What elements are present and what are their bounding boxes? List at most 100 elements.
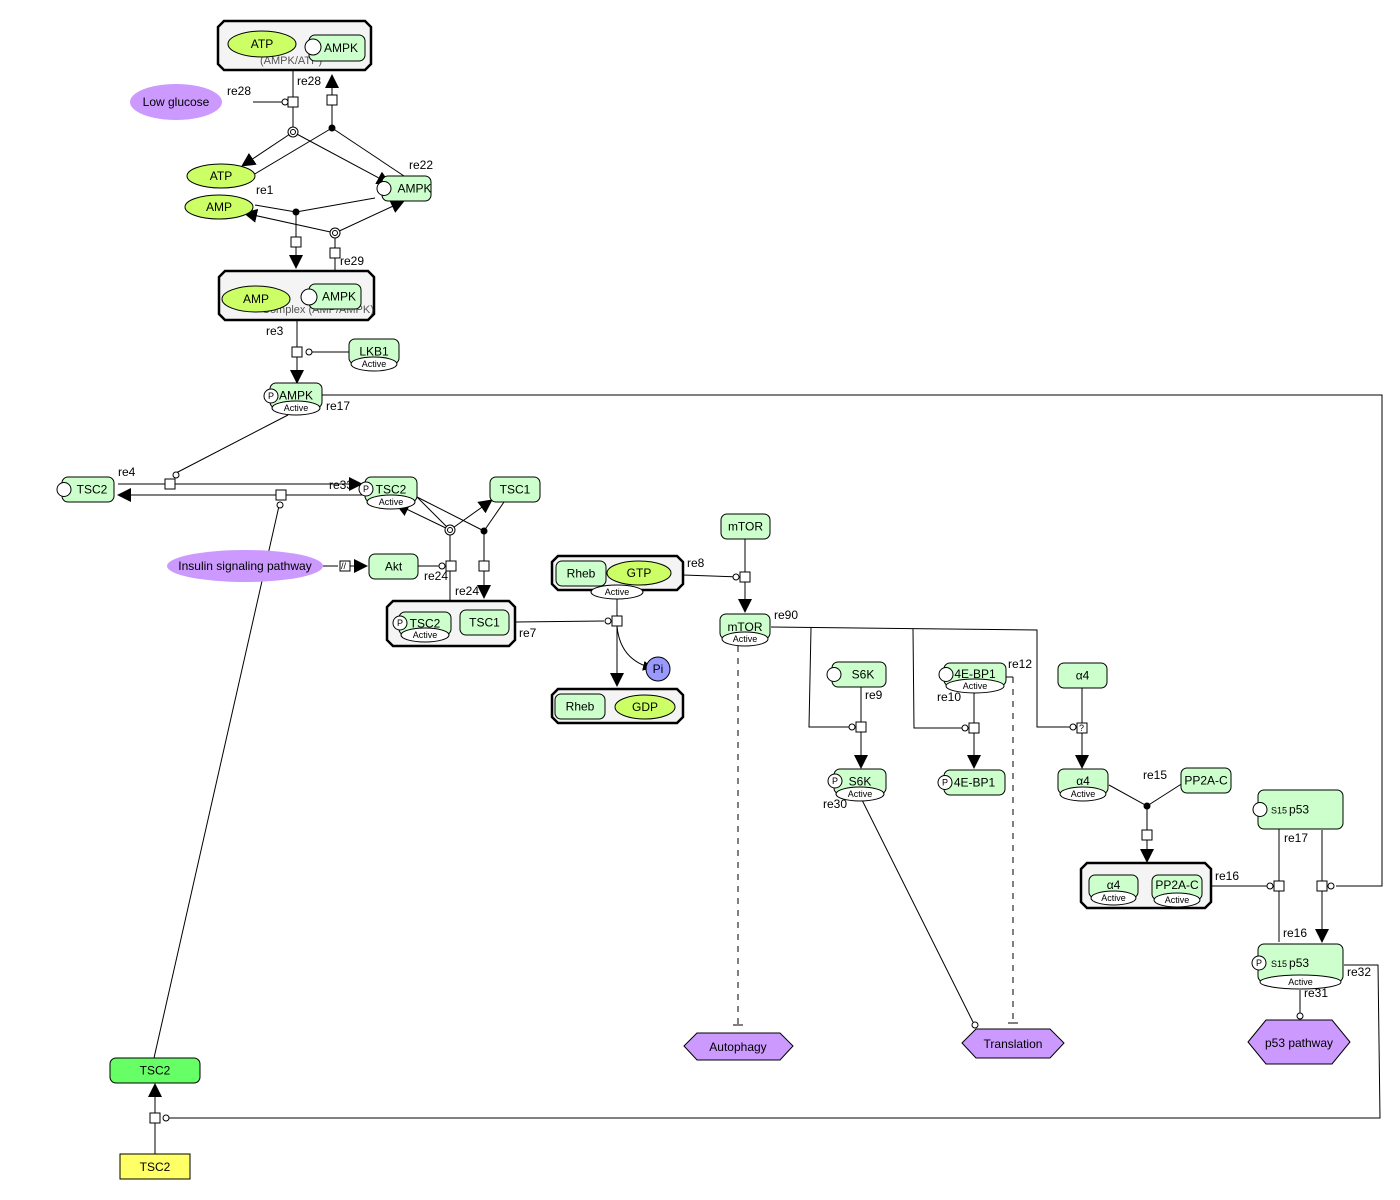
reaction-square [1141,829,1153,841]
edge-to-tsc2p [395,503,451,531]
protein-tsc1[interactable]: TSC1 [489,476,541,503]
node-label: AMPK [397,182,431,196]
reaction-square [478,560,490,572]
node-label: α4 [1076,669,1090,683]
active-state-icon [835,786,885,802]
molecule-atp[interactable]: ATP [186,163,256,189]
phospho-label: P [397,618,403,628]
node-label: Pi [653,662,664,676]
reaction-square [164,478,176,490]
phenotype-autophagy[interactable]: Autophagy [683,1032,794,1061]
node-label: TSC1 [469,616,500,630]
reaction-label-re29: re29 [340,254,364,268]
node-label: S6K [852,668,875,682]
empty-state-icon [1252,802,1268,817]
protein-tsc2[interactable]: TSC2 [56,476,115,503]
phenotype-insulin-signaling[interactable]: Insulin signaling pathway [167,550,323,582]
reaction-square [287,96,299,108]
gene-tsc2[interactable]: TSC2 [119,1153,191,1180]
node-label: AMP [243,292,269,306]
node-label: GDP [632,700,658,714]
edge-s6k-translation [861,799,974,1023]
reaction-label-re4: re4 [118,465,136,479]
node-label: GTP [627,566,652,580]
active-label: Active [1165,895,1190,905]
molecule-gdp[interactable]: GDP [614,694,676,720]
protein-pp2a[interactable]: PP2A-C [1180,767,1232,794]
active-state-icon [400,627,450,643]
active-label: Active [1288,977,1313,987]
node-label: PP2A-C [1155,878,1199,892]
phenotype-translation[interactable]: Translation [961,1028,1065,1059]
molecule-atp-c[interactable]: ATP [227,30,297,58]
protein-s6k[interactable]: S6K [826,661,887,688]
molecule-amp[interactable]: AMP [184,194,254,220]
active-state-icon [945,678,1005,694]
protein-ampk[interactable]: AMPK [376,175,432,202]
node-label: mTOR [727,620,762,634]
edge-a4-in [1108,784,1148,807]
reaction-label-re9: re9 [865,688,883,702]
reaction-label-re12: re12 [1008,657,1032,671]
protein-rheb1[interactable]: Rheb [555,560,607,587]
active-state-icon [1153,892,1201,908]
active-label: Active [733,634,758,644]
molecule-amp-c[interactable]: AMP [221,285,291,313]
protein-tsc2-green[interactable]: TSC2 [109,1057,201,1084]
node-label: S6K [849,775,872,789]
node-label: TSC1 [500,483,531,497]
reaction-label-re30: re30 [823,797,847,811]
edge-tsc2-tsc1 [416,496,451,531]
molecule-gtp[interactable]: GTP [606,560,672,586]
node-label: TSC2 [140,1064,171,1078]
reaction-label-re24: re24 [424,569,448,583]
protein-tsc1-c[interactable]: TSC1 [459,609,510,636]
empty-state-icon [56,482,72,497]
edge-to-pi [616,625,653,671]
phospho-label: P [268,391,274,401]
edge-ampk-in [331,127,405,177]
reaction-labels: re28 re28 re22 re1 re29 re3 re17 re4 re3… [118,74,1371,1000]
reaction-label-re32: re32 [1347,965,1371,979]
protein-mtor[interactable]: mTOR [720,513,771,540]
edge-ampk-in2 [295,197,376,213]
reaction-label-re24: re24 [455,584,479,598]
edge-to-amp [243,208,336,234]
reaction-square [291,346,303,358]
protein-a4[interactable]: α4 [1057,662,1108,689]
protein-ampk-c1[interactable]: AMPK [308,34,366,62]
reaction-square [1273,880,1285,892]
p53-pathway-label: p53 pathway [1265,1036,1333,1050]
reaction-square [855,721,867,733]
phenotype-p53-pathway[interactable]: p53 pathway [1247,1019,1351,1065]
protein-akt[interactable]: Akt [368,553,419,580]
reaction-label-re10: re10 [937,690,961,704]
protein-rheb2[interactable]: Rheb [554,693,606,720]
active-label: Active [605,587,630,597]
reaction-markers [149,94,1335,1124]
reaction-label-re28: re28 [227,84,251,98]
phenotype-low-glucose[interactable]: Low glucose [130,84,222,120]
reaction-label-re16: re16 [1215,869,1239,883]
ion-pi[interactable]: Pi [645,656,671,682]
node-label: Insulin signaling pathway [178,559,311,573]
protein-ampk-c2[interactable]: AMPK [308,283,362,310]
protein-pp2a-c[interactable]: PP2A-C Active [1151,874,1203,908]
node-label: TSC2 [410,617,441,631]
reaction-label-re1: re1 [256,183,274,197]
